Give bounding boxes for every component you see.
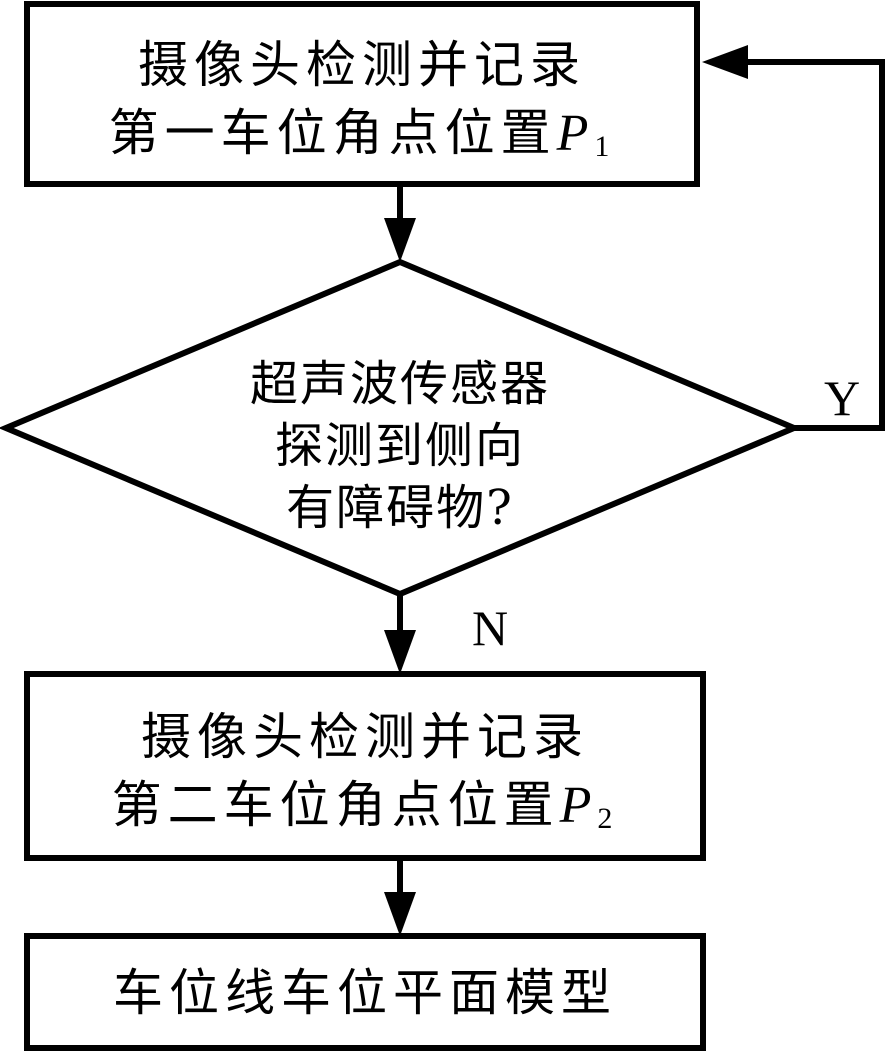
- detect-p1-var: P: [556, 105, 595, 162]
- arrow-2-head: [384, 630, 416, 674]
- decision-line2: 探测到侧向: [275, 418, 525, 474]
- detect-p1-box: [24, 1, 700, 187]
- detect-p2-box: [24, 671, 706, 861]
- detect-p1-line1: 摄像头检测并记录: [138, 36, 586, 94]
- detect-p2-line1: 摄像头检测并记录: [141, 708, 589, 766]
- model-box: [24, 933, 706, 1051]
- yes-label: Y: [824, 370, 860, 426]
- detect-p1-line2: 第一车位角点位置P1: [109, 104, 616, 163]
- detect-p1-sub: 1: [594, 130, 615, 163]
- detect-p2-sub: 2: [597, 802, 618, 835]
- yes-loop-head: [702, 45, 748, 79]
- detect-p2-var: P: [559, 777, 598, 834]
- detect-p1-line2-text: 第一车位角点位置: [109, 104, 557, 162]
- decision-line3: 有障碍物?: [286, 480, 514, 536]
- detect-p2-line2: 第二车位角点位置P2: [112, 776, 619, 835]
- arrow-1-head: [384, 218, 416, 262]
- yes-loop-line: [744, 59, 885, 431]
- no-label: N: [472, 600, 508, 656]
- arrow-3-head: [384, 892, 416, 936]
- decision-line1: 超声波传感器: [250, 356, 550, 412]
- model-label: 车位线车位平面模型: [113, 964, 617, 1022]
- detect-p2-line2-text: 第二车位角点位置: [112, 776, 560, 834]
